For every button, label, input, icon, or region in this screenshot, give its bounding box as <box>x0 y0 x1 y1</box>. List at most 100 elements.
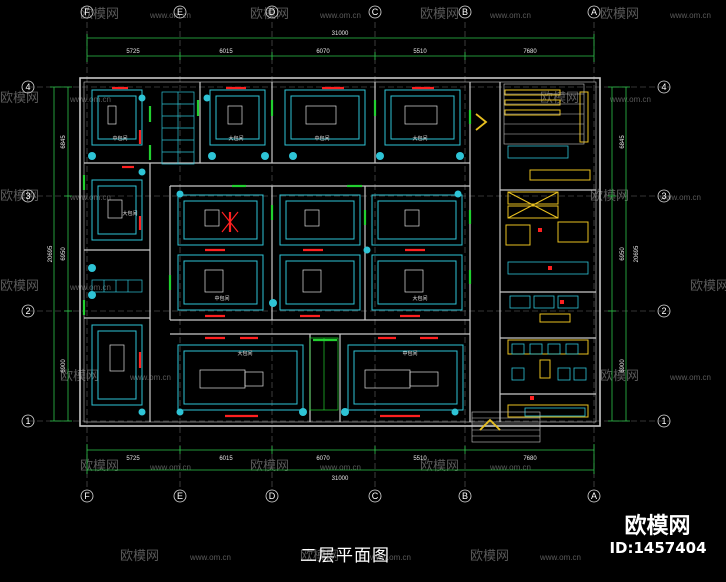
room-label: 大包间 <box>412 135 427 142</box>
dim-right-seg: 6900 <box>620 359 626 373</box>
axis-label-right: 1 <box>661 416 666 426</box>
watermark-site: www.om.cn <box>489 11 531 20</box>
axis-label-right: 3 <box>661 191 666 201</box>
watermark-site: www.om.cn <box>539 553 581 562</box>
room-label: 中包间 <box>112 135 127 142</box>
kitchen-red-marks <box>530 228 564 400</box>
sanitary-fixtures <box>88 94 464 416</box>
axis-label-bottom: E <box>177 491 183 501</box>
axis-label-left: 2 <box>25 306 30 316</box>
watermark-site: www.om.cn <box>609 95 651 104</box>
watermark-text: 欧模网 <box>250 7 289 22</box>
room-label: 大包间 <box>237 350 252 357</box>
interior-walls <box>84 82 596 422</box>
watermark-text: 欧模网 <box>600 7 639 22</box>
watermark-site: www.om.cn <box>369 553 411 562</box>
room-label: 中包间 <box>402 350 417 357</box>
brand-id: ID:1457404 <box>609 539 707 557</box>
watermark-site: www.om.cn <box>669 11 711 20</box>
axis-label-top: A <box>591 7 597 17</box>
axis-label-bottom: F <box>84 491 90 501</box>
watermark-text: 欧模网 <box>250 459 289 474</box>
axis-label-top: E <box>177 7 183 17</box>
dim-top-seg: 6070 <box>316 49 330 55</box>
dim-top-seg: 5725 <box>126 49 140 55</box>
top-dimension-lines <box>86 34 595 62</box>
axis-label-left: 4 <box>25 82 30 92</box>
watermark-site: www.om.cn <box>69 95 111 104</box>
watermark-site: www.om.cn <box>659 193 701 202</box>
dim-left-total: 20695 <box>48 245 54 262</box>
axis-label-right: 4 <box>661 82 666 92</box>
watermark-text: 欧模网 <box>300 549 339 564</box>
dim-right-total: 20695 <box>634 245 640 262</box>
dim-left-seg: 6845 <box>61 135 67 149</box>
dim-bottom-seg: 6015 <box>219 456 233 462</box>
axis-label-bottom: B <box>462 491 468 501</box>
dim-top-seg: 6015 <box>219 49 233 55</box>
room-label: 大包间 <box>412 295 427 302</box>
right-dimension-lines <box>608 86 630 422</box>
door-cross-marks <box>221 211 239 233</box>
dim-bottom-seg: 5510 <box>413 456 427 462</box>
axis-label-top: D <box>269 7 276 17</box>
watermark-text: 欧模网 <box>120 549 159 564</box>
openings <box>82 100 472 342</box>
watermark-site: www.om.cn <box>319 463 361 472</box>
dim-left-seg: 6900 <box>61 359 67 373</box>
axis-label-top: C <box>372 7 379 17</box>
watermark-site: www.om.cn <box>149 11 191 20</box>
doors <box>112 86 438 418</box>
dim-top-total: 31000 <box>332 31 349 37</box>
room-label: 大包间 <box>228 135 243 142</box>
watermark-site: www.om.cn <box>69 283 111 292</box>
axis-label-bottom: D <box>269 491 276 501</box>
dim-right-seg: 6950 <box>620 247 626 261</box>
axis-label-bottom: A <box>591 491 597 501</box>
watermark-layer: 欧模网 www.om.cn 欧模网 www.om.cn 欧模网 www.om.cn 欧模网 w… <box>0 7 726 564</box>
kitchen-equipment <box>507 145 589 417</box>
axis-label-right: 2 <box>661 306 666 316</box>
room-label: 大包间 <box>122 210 137 217</box>
dim-right-seg: 6845 <box>620 135 626 149</box>
furniture <box>91 89 464 411</box>
stair-hatches <box>91 91 339 411</box>
watermark-text: 欧模网 <box>420 7 459 22</box>
watermark-site: www.om.cn <box>149 463 191 472</box>
watermark-text: 欧模网 <box>80 7 119 22</box>
dim-bottom-total: 31000 <box>332 476 349 482</box>
bottom-dimension-lines <box>86 444 595 474</box>
watermark-text: 欧模网 <box>470 549 509 564</box>
brand-logo: 欧模网 <box>624 514 691 539</box>
stair-right <box>471 83 585 443</box>
drawing-title: 二层平面图 <box>300 546 390 566</box>
axis-label-top: F <box>84 7 90 17</box>
dim-left-seg: 6950 <box>61 247 67 261</box>
watermark-site: www.om.cn <box>69 193 111 202</box>
dim-bottom-seg: 7680 <box>523 456 537 462</box>
watermark-text: 欧模网 <box>690 279 726 294</box>
axis-label-left: 3 <box>25 191 30 201</box>
dim-top-seg: 5510 <box>413 49 427 55</box>
axis-label-left: 1 <box>25 416 30 426</box>
room-label: 中包间 <box>214 295 229 302</box>
axis-bubbles <box>21 5 671 503</box>
entrance-arrows <box>475 113 501 431</box>
axis-label-bottom: C <box>372 491 379 501</box>
room-label: 中包间 <box>314 135 329 142</box>
watermark-text: 欧模网 <box>0 279 39 294</box>
dim-bottom-seg: 6070 <box>316 456 330 462</box>
watermark-site: www.om.cn <box>189 553 231 562</box>
tables <box>107 105 439 389</box>
watermark-text: 欧模网 <box>0 189 39 204</box>
left-dimension-lines <box>50 86 72 422</box>
watermark-site: www.om.cn <box>669 373 711 382</box>
watermark-text: 欧模网 <box>80 459 119 474</box>
dim-bottom-seg: 5725 <box>126 456 140 462</box>
dim-top-seg: 7680 <box>523 49 537 55</box>
axis-label-top: B <box>462 7 468 17</box>
watermark-text: 欧模网 <box>0 91 39 106</box>
watermark-text: 欧模网 <box>600 369 639 384</box>
watermark-site: www.om.cn <box>319 11 361 20</box>
